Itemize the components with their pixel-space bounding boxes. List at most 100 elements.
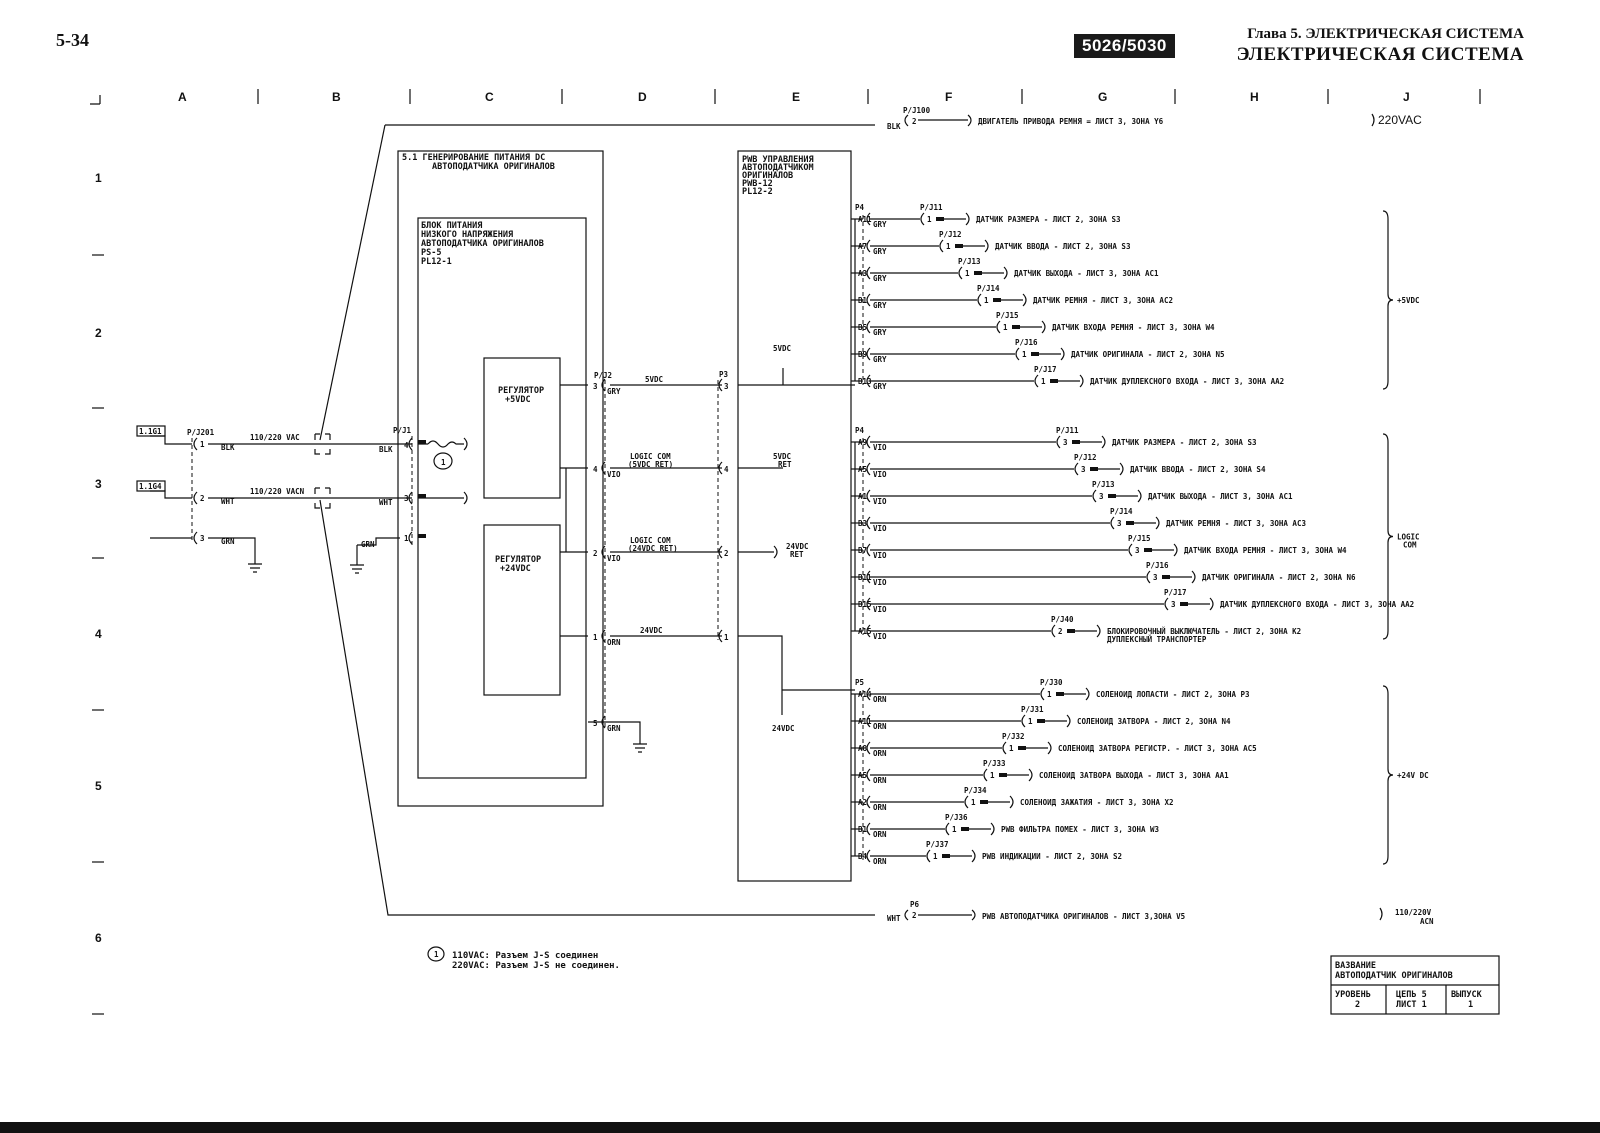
pj2-label: P/J2 (594, 371, 612, 380)
group-2-row-4-end-mark (1155, 516, 1160, 530)
pwb-5vdc-ret-1: 5VDC (773, 452, 791, 461)
group-3-row-3-text: СОЛЕНОИД ЗАТВОРА РЕГИСТР. - ЛИСТ 3, ЗОНА… (1058, 744, 1257, 753)
group-2-row-7-terminal (1180, 602, 1188, 606)
reg24-label-1: РЕГУЛЯТОР (495, 555, 541, 565)
group-3-row-2-pin-mark (866, 714, 871, 728)
group-3-row-2-pj-mark (1021, 714, 1026, 728)
group-2-row-8-pj: P/J40 (1051, 615, 1074, 624)
group-1-row-2-pj: P/J12 (939, 230, 962, 239)
group-1-row-6-color: GRY (873, 355, 887, 364)
group-1-row-2-pin-mark (866, 239, 871, 253)
group-2-row-6-pj-mark (1146, 570, 1151, 584)
line-5vdc-ret: (5VDC RET) (628, 460, 673, 469)
row-label-6: 6 (95, 931, 102, 945)
group-2-row-7-pj-pin: 3 (1171, 600, 1176, 609)
group-2-voltage-2: COM (1403, 541, 1417, 550)
group-2-row-4-pj-mark (1110, 516, 1115, 530)
group-3-row-5-terminal (980, 800, 988, 804)
group-3-row-4-color: ORN (873, 776, 887, 785)
group-1-row-6-pin-mark (866, 347, 871, 361)
pj1-pin-1: 1 (404, 534, 409, 543)
group-3-row-7-pj: P/J37 (926, 840, 949, 849)
group-2-row-2-pj: P/J12 (1074, 453, 1097, 462)
pwb-internal-wires (738, 368, 855, 715)
group-1-row-2-text: ДАТЧИК ВВОДА - ЛИСТ 2, ЗОНА S3 (995, 242, 1131, 251)
group-3-row-4-pj-pin: 1 (990, 771, 995, 780)
group-1-row-4-pj: P/J14 (977, 284, 1000, 293)
pwb-24vdc-ret-1: 24VDC (786, 542, 809, 551)
group-2-row-8-text: БЛОКИРОВОЧНЫЙ ВЫКЛЮЧАТЕЛЬ - ЛИСТ 2, ЗОНА… (1107, 627, 1301, 636)
bus-wires (610, 384, 722, 637)
pj2-pin-3: 3 (593, 382, 598, 391)
pj1-pins (408, 437, 413, 545)
group-2-brace (1382, 433, 1394, 640)
ref-1-1g4-label: 1.1G4 (139, 482, 162, 491)
pj2-color-3: VIO (607, 554, 621, 563)
p3-pin-2: 2 (724, 549, 729, 558)
group-1-row-3-pin: A3 (858, 269, 868, 278)
note-110vac: 110VAC: Разъем J-S соединен (452, 951, 598, 961)
group-2-row-5-color: VIO (873, 551, 887, 560)
group-1-row-3-color: GRY (873, 274, 887, 283)
p6-color: WHT (887, 914, 901, 923)
page-number: 5-34 (56, 30, 89, 50)
group-3-row-4-pj-mark (983, 768, 988, 782)
group-3-row-1-end-mark (1085, 687, 1090, 701)
note-symbol (433, 452, 453, 470)
group-1-row-3-pin-mark (866, 266, 871, 280)
group-2-row-4-pj: P/J14 (1110, 507, 1133, 516)
pwb-label: PWB УПРАВЛЕНИЯ АВТОПОДАТЧИКОМ ОРИГИНАЛОВ… (742, 155, 814, 197)
group-1-row-1-pj: P/J11 (920, 203, 943, 212)
group-2-row-5-end-mark (1173, 543, 1178, 557)
group-3-voltage: +24V DC (1397, 771, 1429, 780)
pj2-pin-1: 1 (593, 633, 598, 642)
group-3-row-5-text: СОЛЕНОИД ЗАЖАТИЯ - ЛИСТ 3, ЗОНА X2 (1020, 798, 1174, 807)
group-1-row-1-pin-mark (866, 212, 871, 226)
group-2-row-1-pj: P/J11 (1056, 426, 1079, 435)
column-label-B: B (332, 90, 341, 104)
pj2-pins (601, 378, 606, 729)
group-2-row-8-color: VIO (873, 632, 887, 641)
group-1-row-7-text: ДАТЧИК ДУПЛЕКСНОГО ВХОДА - ЛИСТ 3, ЗОНА … (1090, 377, 1284, 386)
p3-pins (718, 378, 723, 643)
group-1-row-3-end-mark (1003, 266, 1008, 280)
input-leads (150, 435, 192, 539)
svg-text:PL12-1: PL12-1 (421, 257, 452, 267)
group-3-row-6-pj-mark (945, 822, 950, 836)
group-2-row-2-pj-pin: 3 (1081, 465, 1086, 474)
group-1-row-4-pin: B1 (858, 296, 868, 305)
group-1-row-1-terminal (936, 217, 944, 221)
group-2-row-5-pj: P/J15 (1128, 534, 1151, 543)
section-title: ЭЛЕКТРИЧЕСКАЯ СИСТЕМА (1236, 44, 1524, 65)
group-3-row-3-pin: A8 (858, 744, 868, 753)
dc-gen-title-1: 5.1 ГЕНЕРИРОВАНИЕ ПИТАНИЯ DC (402, 153, 545, 163)
pj201-pins (193, 437, 198, 545)
group-2-row-5-text: ДАТЧИК ВХОДА РЕМНЯ - ЛИСТ 3, ЗОНА W4 (1184, 546, 1347, 555)
pj2-color-1: GRY (607, 387, 621, 396)
group-2-row-1-pj-mark (1056, 435, 1061, 449)
group-1-row-1-pj-pin: 1 (927, 215, 932, 224)
p6-connector (904, 909, 976, 921)
harness-outline (90, 95, 875, 916)
group-2-row-8-pin-mark (866, 624, 871, 638)
group-2-row-2-end-mark (1119, 462, 1124, 476)
pj201-pin-3: 3 (200, 534, 205, 543)
psu-output-leads (560, 384, 647, 753)
svg-text:АВТОПОДАТЧИКОМ: АВТОПОДАТЧИКОМ (742, 163, 814, 173)
group-2-row-7-end-mark (1209, 597, 1214, 611)
group-2-row-4-terminal (1126, 521, 1134, 525)
group-1-row-1-end-mark (965, 212, 970, 226)
group-3-row-2-pj: P/J31 (1021, 705, 1044, 714)
pj2-pin-5: 5 (593, 719, 598, 728)
tb-issue-label: ВЫПУСК (1451, 990, 1483, 1000)
group-1-row-7-pin-mark (866, 374, 871, 388)
group-2-row-4-text: ДАТЧИК РЕМНЯ - ЛИСТ 3, ЗОНА AC3 (1166, 519, 1306, 528)
